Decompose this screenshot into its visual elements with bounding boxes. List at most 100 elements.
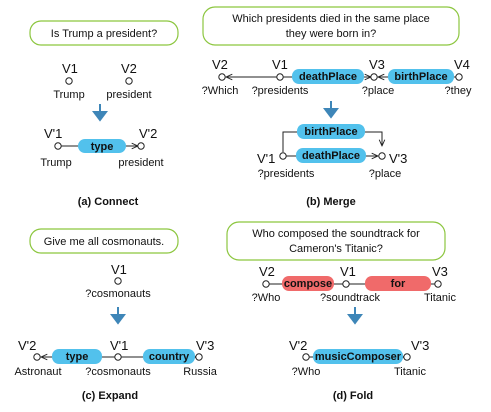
vertex-v1	[276, 73, 284, 81]
question-text-line2: they were born in?	[286, 28, 377, 40]
vertex-v3-prime-label: Titanic	[394, 366, 426, 378]
vertex-v1-label: ?soundtrack	[320, 292, 380, 304]
vertex-v1-label: ?presidents	[252, 85, 309, 97]
vertex-v2-prime	[302, 353, 310, 361]
vertex-v1-prime	[114, 353, 122, 361]
vertex-v3-label: Titanic	[424, 292, 456, 304]
edge-label-compose: compose	[284, 278, 332, 290]
edge-label-birthplace: birthPlace	[394, 71, 447, 83]
vertex-v2-prime	[33, 353, 41, 361]
panel-connect: Is Trump a president? V1 Trump V2 presid…	[29, 20, 179, 208]
edge-pill-type	[78, 139, 126, 153]
question-bubble	[29, 20, 179, 46]
question-text-line1: Which presidents died in the same place	[232, 13, 430, 25]
vertex-v4-label: ?they	[445, 85, 472, 97]
vertex-v2	[125, 77, 133, 85]
vertex-v1-prime-name: V'1	[257, 151, 275, 166]
vertex-v4-name: V4	[454, 57, 470, 72]
vertex-v3-prime	[403, 353, 411, 361]
panel-merge: Which presidents died in the same place …	[202, 6, 472, 208]
edge-pill-birthplace	[297, 124, 365, 139]
question-text-line2: Cameron's Titanic?	[289, 243, 383, 255]
edge-pill-country	[143, 349, 195, 364]
vertex-v1-prime	[279, 152, 287, 160]
vertex-v2-prime-name: V'2	[289, 338, 307, 353]
panel-fold: Who composed the soundtrack for Cameron'…	[226, 221, 456, 402]
vertex-v2-prime-label: ?Who	[292, 366, 321, 378]
edge-label-deathplace: deathPlace	[299, 71, 357, 83]
vertex-v3-name: V3	[369, 57, 385, 72]
vertex-v2-label: ?Who	[252, 292, 281, 304]
edge-pill-type	[52, 349, 102, 364]
vertex-v2	[262, 280, 270, 288]
vertex-v2-prime-label: Astronaut	[14, 366, 61, 378]
vertex-v1-name: V1	[62, 61, 78, 76]
edge-pill-for	[365, 276, 431, 291]
question-text-line1: Who composed the soundtrack for	[252, 228, 420, 240]
vertex-v3-prime	[195, 353, 203, 361]
vertex-v1	[114, 277, 122, 285]
vertex-v3-prime-name: V'3	[196, 338, 214, 353]
transform-arrow-icon	[323, 101, 339, 119]
vertex-v3-prime-name: V'3	[389, 151, 407, 166]
vertex-v2-label: president	[106, 89, 151, 101]
question-bubble	[226, 221, 446, 261]
vertex-v1-prime-label: Trump	[40, 157, 71, 169]
caption-merge: (b) Merge	[306, 196, 356, 208]
vertex-v2-prime	[137, 142, 145, 150]
vertex-v2-prime-name: V'2	[139, 126, 157, 141]
question-bubble	[29, 228, 179, 254]
vertex-v2-prime-name: V'2	[18, 338, 36, 353]
edge-label-musiccomposer: musicComposer	[315, 351, 402, 363]
edge-label-for: for	[391, 278, 406, 290]
vertex-v1-prime	[54, 142, 62, 150]
edge-label-country: country	[149, 351, 190, 363]
edge-pill-deathplace	[292, 69, 364, 84]
vertex-v3-prime-label: Russia	[183, 366, 218, 378]
caption-expand: (c) Expand	[82, 390, 138, 402]
vertex-v3	[370, 73, 378, 81]
vertex-v3-prime-label: ?place	[369, 168, 401, 180]
vertex-v1-prime-name: V'1	[44, 126, 62, 141]
vertex-v1-prime-label: ?cosmonauts	[85, 366, 151, 378]
vertex-v1	[65, 77, 73, 85]
vertex-v1-name: V1	[340, 264, 356, 279]
vertex-v2-prime-label: president	[118, 157, 163, 169]
vertex-v2-name: V2	[121, 61, 137, 76]
vertex-v1-name: V1	[272, 57, 288, 72]
vertex-v1-prime-name: V'1	[110, 338, 128, 353]
caption-fold: (d) Fold	[333, 390, 373, 402]
edge-pill-compose	[282, 276, 334, 291]
vertex-v4	[455, 73, 463, 81]
vertex-v3-prime-name: V'3	[411, 338, 429, 353]
edge-pill-deathplace	[296, 148, 366, 163]
vertex-v1	[342, 280, 350, 288]
transform-arrow-icon	[92, 104, 108, 122]
panel-expand: Give me all cosmonauts. V1 ?cosmonauts V…	[14, 228, 218, 402]
vertex-v3-label: ?place	[362, 85, 394, 97]
vertex-v1-prime-label: ?presidents	[258, 168, 315, 180]
vertex-v3-prime	[378, 152, 386, 160]
edge-label-type: type	[66, 351, 89, 363]
question-text: Is Trump a president?	[51, 28, 157, 40]
edge-pill-birthplace	[388, 69, 454, 84]
vertex-v2-name: V2	[259, 264, 275, 279]
edge-label-type: type	[91, 141, 114, 153]
vertex-v1-name: V1	[111, 262, 127, 277]
transform-arrow-icon	[110, 307, 126, 325]
edge-label-deathplace: deathPlace	[302, 150, 360, 162]
question-bubble	[202, 6, 460, 46]
vertex-v1-label: Trump	[53, 89, 84, 101]
vertex-v2-name: V2	[212, 57, 228, 72]
vertex-v3	[434, 280, 442, 288]
caption-connect: (a) Connect	[78, 196, 139, 208]
transform-arrow-icon	[347, 307, 363, 325]
vertex-v3-name: V3	[432, 264, 448, 279]
question-text: Give me all cosmonauts.	[44, 236, 164, 248]
edge-pill-musiccomposer	[313, 349, 403, 364]
vertex-v1-label: ?cosmonauts	[85, 288, 151, 300]
vertex-v2	[218, 73, 226, 81]
vertex-v2-label: ?Which	[202, 85, 239, 97]
